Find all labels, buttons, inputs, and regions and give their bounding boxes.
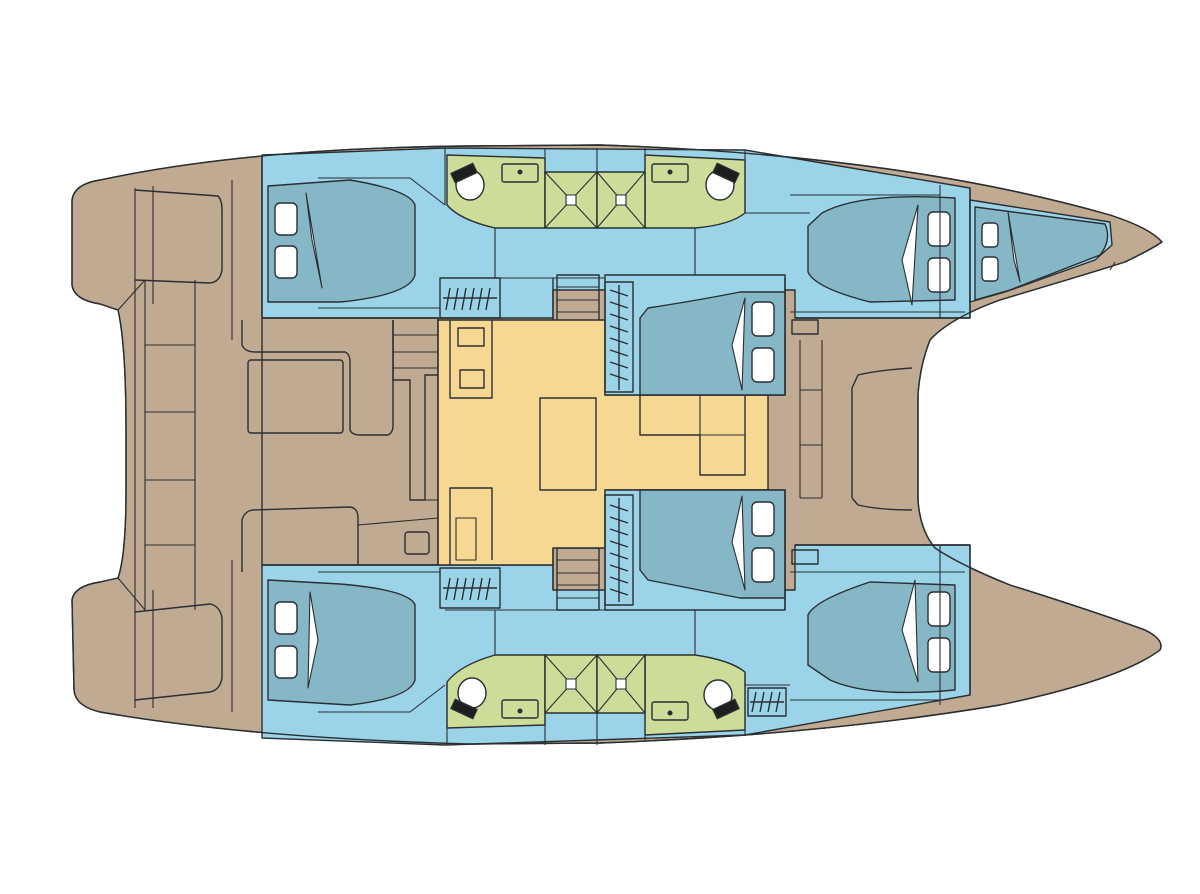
- fwd-cabin-port: [807, 195, 956, 303]
- toilet-icon: [705, 162, 740, 201]
- hanging-locker-icon: [604, 281, 634, 393]
- hull-interior-outline: [261, 155, 971, 695]
- forepeak-berth: [974, 206, 1109, 301]
- berth-icon: [307, 591, 319, 689]
- pillow-icon: [751, 301, 775, 383]
- cockpit-settee-port: [241, 320, 394, 436]
- shower-drain: [615, 678, 627, 690]
- cockpit-settee-starboard: [241, 506, 359, 572]
- sink-icon: [501, 163, 539, 183]
- dinette-table: [539, 397, 597, 491]
- hull-line: [409, 177, 446, 206]
- mid-berth-port: [639, 291, 786, 396]
- toilet-icon: [450, 162, 485, 201]
- deck-line: [117, 577, 146, 611]
- hanging-locker-icon: [443, 577, 497, 601]
- pillow-icon: [981, 222, 999, 282]
- shower-drain: [565, 678, 577, 690]
- berth-icon: [305, 192, 323, 289]
- galley-stove: [459, 369, 485, 389]
- hanging-locker-icon: [747, 687, 787, 717]
- dinette-settee: [639, 395, 746, 476]
- foredeck-seat: [851, 367, 913, 511]
- berth-icon: [901, 579, 919, 683]
- shower-drain: [565, 194, 577, 206]
- aft-cabin-port: [267, 179, 416, 303]
- deck-hatch: [404, 531, 430, 555]
- galley-sink: [457, 327, 485, 347]
- hanging-locker-icon: [604, 494, 634, 606]
- hatch-icon: [791, 319, 819, 335]
- pillow-icon: [927, 591, 951, 673]
- foredeck-seat: [799, 340, 823, 499]
- toilet-icon: [450, 677, 487, 720]
- sink-icon: [651, 701, 689, 721]
- mid-cabins: [604, 274, 819, 611]
- mid-berth-starboard: [639, 489, 786, 599]
- saloon-unit: [449, 487, 493, 565]
- sink-icon: [651, 163, 689, 183]
- fwd-cabin-starboard: [807, 581, 956, 694]
- hatch-icon: [791, 549, 819, 565]
- galley-counter: [449, 320, 493, 399]
- aft-seat-port: [134, 189, 223, 284]
- pillow-icon: [927, 211, 951, 293]
- toilet-icon: [703, 679, 740, 720]
- pillow-icon: [274, 601, 298, 679]
- shower-drain: [615, 194, 627, 206]
- cockpit-table: [247, 359, 344, 434]
- saloon-fridge: [455, 517, 477, 561]
- berth-icon: [731, 297, 746, 391]
- aft-seat-starboard: [134, 603, 223, 701]
- pillow-icon: [274, 202, 298, 279]
- aft-cabin-starboard: [267, 579, 416, 706]
- hull-line: [409, 684, 446, 713]
- starboard-hull: [261, 544, 971, 746]
- berth-icon: [901, 204, 919, 306]
- cockpit-steps: [393, 334, 438, 369]
- berth-icon: [731, 495, 746, 591]
- deck-line: [357, 517, 439, 526]
- pillow-icon: [751, 501, 775, 583]
- berth-icon: [1007, 211, 1021, 283]
- hanging-locker-starboard: [439, 567, 501, 609]
- hull-outline: [71, 144, 1163, 745]
- sink-icon: [501, 699, 539, 719]
- deck-line: [117, 279, 146, 311]
- hanging-locker-icon: [443, 287, 497, 311]
